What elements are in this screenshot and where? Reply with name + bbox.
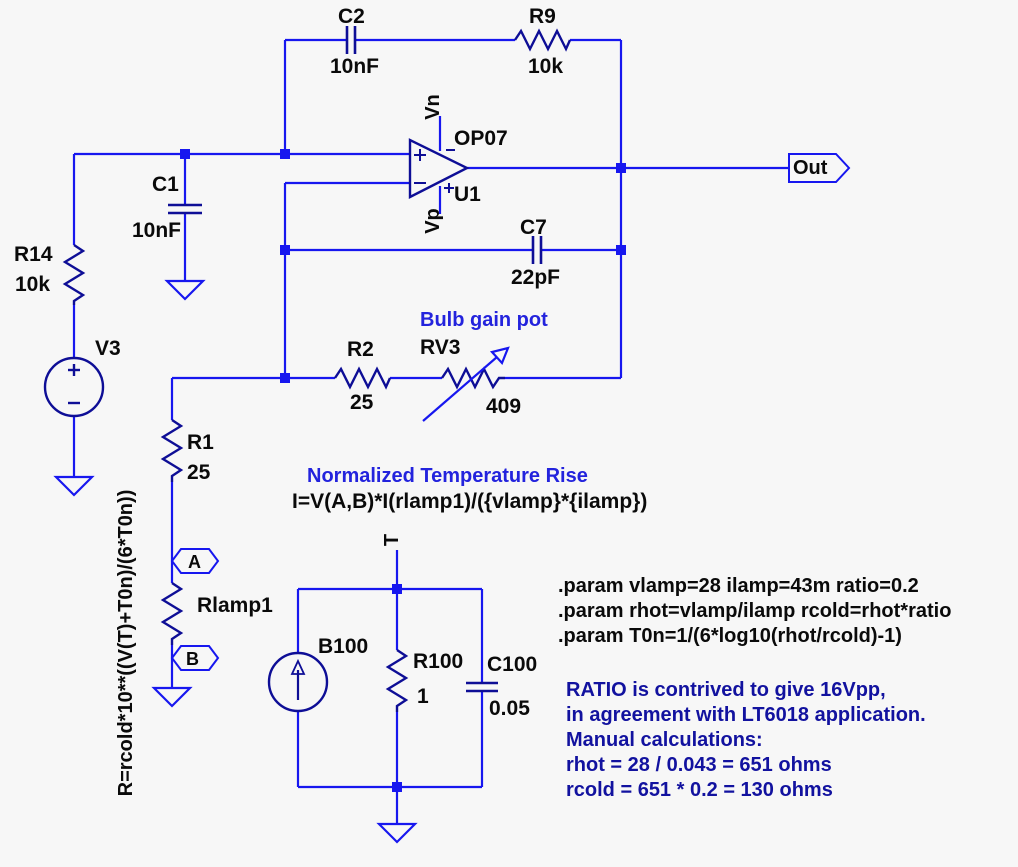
value-R14: 10k xyxy=(15,273,51,296)
resistor-R100[interactable] xyxy=(385,649,409,712)
junction-dot xyxy=(392,584,402,594)
junction-dot xyxy=(616,245,626,255)
ground-symbol-sub[interactable] xyxy=(376,822,418,844)
spice-directive-param-3: .param T0n=1/(6*log10(rhot/rcold)-1) xyxy=(558,625,902,647)
grounds xyxy=(53,279,418,844)
comment-ratio-line-4: rhot = 28 / 0.043 = 651 ohms xyxy=(566,754,832,776)
wires xyxy=(72,38,789,824)
junction-dot xyxy=(280,373,290,383)
opamp-U1[interactable] xyxy=(408,138,470,199)
label-C1: C1 xyxy=(152,173,179,196)
comment-current-formula: I=V(A,B)*I(rlamp1)/({vlamp}*{ilamp}) xyxy=(292,490,648,513)
output-port-label[interactable]: Out xyxy=(793,157,828,179)
label-R14: R14 xyxy=(14,243,53,266)
value-R100: 1 xyxy=(417,685,429,708)
plus-mark xyxy=(68,364,80,376)
junctions xyxy=(180,149,626,792)
net-label-A[interactable]: A xyxy=(188,552,201,572)
capacitor-C1[interactable] xyxy=(168,203,202,215)
label-RV3: RV3 xyxy=(420,336,461,359)
value-RV3: 409 xyxy=(486,395,522,418)
net-label-Vp[interactable]: Vp xyxy=(422,208,444,234)
arrow-up-icon xyxy=(290,658,306,675)
ground-symbol-rlamp[interactable] xyxy=(151,686,193,708)
net-label-B[interactable]: B xyxy=(186,649,199,669)
net-flag-A[interactable] xyxy=(170,548,220,574)
output-port-flag[interactable] xyxy=(788,153,851,183)
voltage-source-V3[interactable] xyxy=(43,356,105,418)
opamp-triangle xyxy=(408,138,470,199)
capacitor-C2[interactable] xyxy=(345,26,357,54)
source-circle xyxy=(267,651,329,713)
label-R9: R9 xyxy=(529,5,556,28)
comment-norm-title: Normalized Temperature Rise xyxy=(307,465,588,487)
spice-directive-param-2: .param rhot=vlamp/ilamp rcold=rhot*ratio xyxy=(558,600,952,622)
net-label-T[interactable]: T xyxy=(381,533,403,547)
current-source-B100[interactable] xyxy=(267,651,329,713)
resistor-R2[interactable] xyxy=(334,366,392,390)
label-R2: R2 xyxy=(347,338,374,361)
label-C100: C100 xyxy=(487,653,538,676)
junction-dot xyxy=(280,245,290,255)
label-C7: C7 xyxy=(520,216,547,239)
junction-dot xyxy=(616,163,626,173)
value-R2: 25 xyxy=(350,391,374,414)
resistor-R9[interactable] xyxy=(514,28,572,52)
opamp-input-marks xyxy=(414,149,455,193)
ground-symbol-c1[interactable] xyxy=(164,279,206,301)
comment-resistance-formula: R=rcold*10**((V(T)+T0n)/(6*T0n)) xyxy=(115,489,137,797)
label-U1: U1 xyxy=(454,183,481,206)
junction-dot xyxy=(180,149,190,159)
comment-ratio-line-5: rcold = 651 * 0.2 = 130 ohms xyxy=(566,779,833,801)
label-C2: C2 xyxy=(338,5,365,28)
resistor-R14[interactable] xyxy=(62,244,86,305)
net-label-Vn[interactable]: Vn xyxy=(422,94,444,120)
spice-directive-param-1: .param vlamp=28 ilamp=43m ratio=0.2 xyxy=(558,575,919,597)
value-C1: 10nF xyxy=(132,219,182,242)
source-circle xyxy=(43,356,105,418)
junction-dot xyxy=(280,149,290,159)
comment-ratio-line-2: in agreement with LT6018 application. xyxy=(566,704,926,726)
label-V3: V3 xyxy=(95,337,121,360)
value-C7: 22pF xyxy=(511,266,561,289)
value-R9: 10k xyxy=(528,55,564,78)
label-Rlamp1: Rlamp1 xyxy=(197,594,273,617)
label-R1: R1 xyxy=(187,431,214,454)
label-R100: R100 xyxy=(413,650,464,673)
capacitor-C100[interactable] xyxy=(466,681,498,693)
value-R1: 25 xyxy=(187,461,211,484)
value-C2: 10nF xyxy=(330,55,380,78)
label-B100: B100 xyxy=(318,635,369,658)
comment-bulb-gain-pot: Bulb gain pot xyxy=(420,309,548,331)
pot-arrow-shaft xyxy=(422,356,498,422)
comment-ratio-line-3: Manual calculations: xyxy=(566,729,763,751)
value-C100: 0.05 xyxy=(489,697,530,720)
resistor-RV3[interactable] xyxy=(441,366,505,390)
ground-symbol-v3[interactable] xyxy=(53,475,95,497)
resistor-Rlamp1[interactable] xyxy=(160,582,184,645)
potentiometer-arrow xyxy=(422,346,510,422)
pot-arrow-head xyxy=(489,346,510,366)
comment-ratio-line-1: RATIO is contrived to give 16Vpp, xyxy=(566,679,886,701)
junction-dot xyxy=(392,782,402,792)
label-OP07: OP07 xyxy=(454,127,508,150)
net-flag-B[interactable] xyxy=(170,645,220,671)
capacitor-C7[interactable] xyxy=(531,236,543,264)
resistor-R1[interactable] xyxy=(160,419,184,482)
